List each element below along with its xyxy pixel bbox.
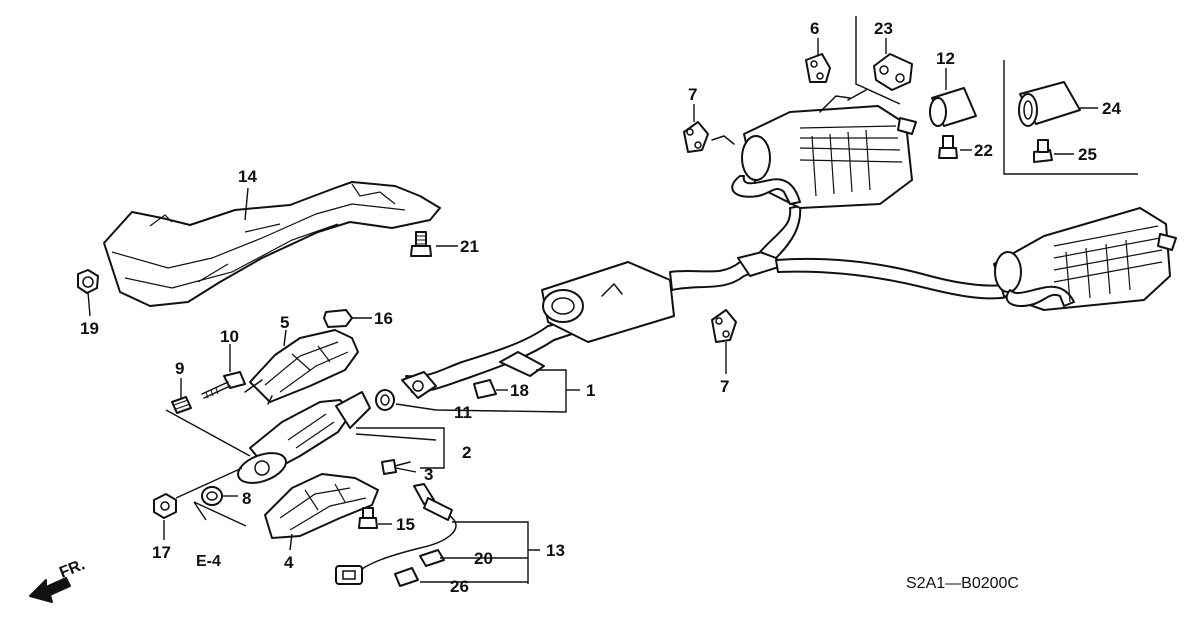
- part-pipe-finisher-24: [1018, 81, 1081, 127]
- callout-17: 17: [152, 543, 171, 562]
- part-front-pipe: [375, 255, 765, 411]
- part-bolt-10: [201, 371, 246, 399]
- callout-19: 19: [80, 319, 99, 338]
- callout-22: 22: [974, 141, 993, 160]
- leader-lines: [87, 38, 1098, 584]
- callout-14: 14: [238, 167, 257, 186]
- part-middle-pipe: [737, 205, 1013, 300]
- part-bolt-22: [938, 135, 958, 159]
- callout-13: 13: [546, 541, 565, 560]
- callout-20: 20: [474, 549, 493, 568]
- part-nut-17: [153, 493, 177, 519]
- callout-3: 3: [424, 465, 433, 484]
- part-catalytic-converter: [237, 391, 371, 484]
- part-nut-16: [323, 309, 353, 328]
- callout-26: 26: [450, 577, 469, 596]
- group-separators: [855, 16, 1138, 175]
- part-left-muffler: [711, 89, 917, 209]
- callout-7-upper: 7: [688, 85, 697, 104]
- callout-11: 11: [454, 403, 472, 422]
- part-oxygen-sensor: [335, 483, 457, 587]
- reference-label: E-4: [196, 553, 221, 570]
- callout-18: 18: [510, 381, 529, 400]
- part-gasket-8: [201, 486, 223, 506]
- part-hanger-7-upper: [683, 121, 709, 153]
- callout-21: 21: [460, 237, 479, 256]
- front-arrow-label: FR.: [57, 556, 87, 581]
- callout-24: 24: [1102, 99, 1121, 118]
- part-bolt-3: [381, 459, 411, 475]
- callout-12: 12: [936, 49, 955, 68]
- part-nut-19: [77, 269, 99, 294]
- part-bolt-25: [1033, 139, 1053, 163]
- callout-5: 5: [280, 313, 289, 332]
- callout-16: 16: [374, 309, 393, 328]
- callout-7-lower: 7: [720, 377, 729, 396]
- part-heat-shield: [103, 181, 441, 307]
- callout-25: 25: [1078, 145, 1097, 164]
- part-lower-converter-cover: [264, 473, 379, 539]
- callout-23: 23: [874, 19, 893, 38]
- callout-4: 4: [284, 553, 294, 572]
- callout-9: 9: [175, 359, 184, 378]
- part-hanger-6: [805, 53, 831, 83]
- part-hanger-7-lower: [711, 309, 737, 343]
- part-pipe-finisher-12: [929, 87, 977, 127]
- callout-numbers: 1 2 3 4 5 6 7 7 8 9 10 11 12 13 14 15 16…: [80, 19, 1121, 596]
- part-right-muffler: [993, 207, 1177, 311]
- callout-2: 2: [462, 443, 471, 462]
- front-direction-arrow: FR.: [29, 556, 87, 603]
- callout-15: 15: [396, 515, 415, 534]
- part-upper-converter-cover: [244, 329, 359, 405]
- part-stud-9: [171, 396, 192, 414]
- callout-10: 10: [220, 327, 239, 346]
- part-bracket-23: [873, 53, 913, 91]
- callout-1: 1: [586, 381, 595, 400]
- callout-8: 8: [242, 489, 251, 508]
- part-bolt-15: [358, 507, 378, 529]
- diagram-code: S2A1—B0200C: [906, 575, 1019, 592]
- part-bolt-21: [410, 231, 432, 257]
- callout-6: 6: [810, 19, 819, 38]
